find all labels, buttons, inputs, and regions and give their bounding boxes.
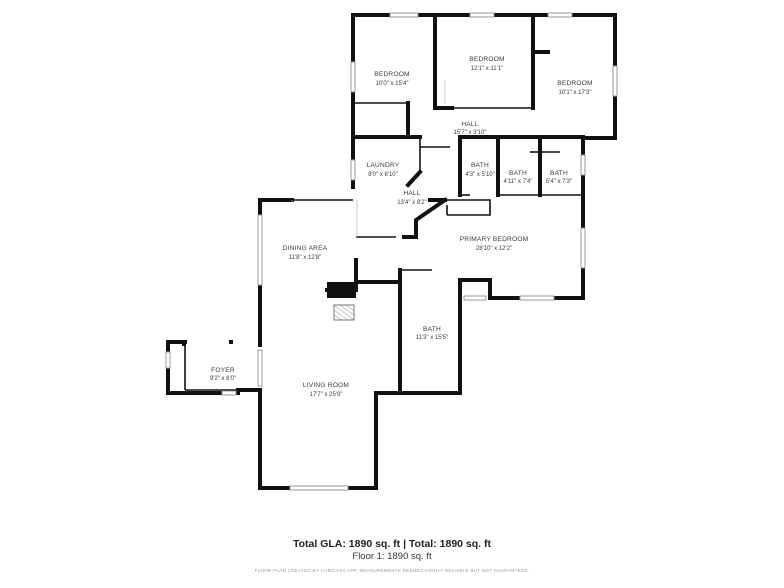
room-dims: 4'3" x 5'10" [465, 172, 495, 178]
room-dims: 8'0" x 6'10" [368, 172, 398, 178]
total-area-summary: Total GLA: 1890 sq. ft | Total: 1890 sq.… [293, 538, 491, 550]
room-name: HALL [461, 121, 478, 128]
room-dims: 10'0" x 15'4" [376, 81, 409, 87]
room-name: BATH [550, 170, 568, 177]
room-dims: 11'3" x 15'5" [416, 335, 448, 341]
room-name: BATH [471, 162, 489, 169]
door-openings [182, 80, 446, 346]
floor-area: Floor 1: 1890 sq. ft [352, 551, 432, 562]
room-dims: 9'2" x 6'0" [210, 376, 236, 382]
room-name: LIVING ROOM [303, 382, 349, 389]
room-name: DINING AREA [283, 245, 328, 252]
room-name: BEDROOM [469, 56, 504, 63]
windows [165, 12, 618, 491]
room-name: BEDROOM [557, 80, 592, 87]
interior-walls [292, 13, 585, 395]
room-dims: 5'4" x 7'3" [546, 179, 572, 185]
room-dims: 10'1" x 17'3" [559, 90, 592, 96]
room-name: FOYER [211, 367, 235, 374]
room-dims: 11'8" x 12'8" [289, 255, 321, 261]
room-dims: 12'1" x 11'1" [471, 66, 503, 72]
room-dims: 15'7" x 3'10" [454, 130, 487, 136]
room-name: BATH [423, 326, 441, 333]
room-name: HALL [403, 190, 420, 197]
room-labels: BEDROOM 10'0" x 15'4" BEDROOM 12'1" x 11… [210, 56, 593, 398]
room-dims: 13'4" x 8'2" [397, 200, 427, 206]
room-dims: 17'7" x 25'9" [310, 392, 343, 398]
fireplace-icon [327, 282, 356, 321]
room-dims: 4'11" x 7'4" [503, 179, 532, 185]
room-name: BATH [509, 170, 527, 177]
room-dims: 28'10" x 12'2" [476, 246, 512, 252]
room-name: LAUNDRY [367, 162, 400, 169]
room-name: PRIMARY BEDROOM [460, 236, 529, 243]
room-name: BEDROOM [374, 71, 409, 78]
disclaimer: FLOOR PLAN CREATED BY CUBICASA APP. MEAS… [254, 568, 530, 573]
